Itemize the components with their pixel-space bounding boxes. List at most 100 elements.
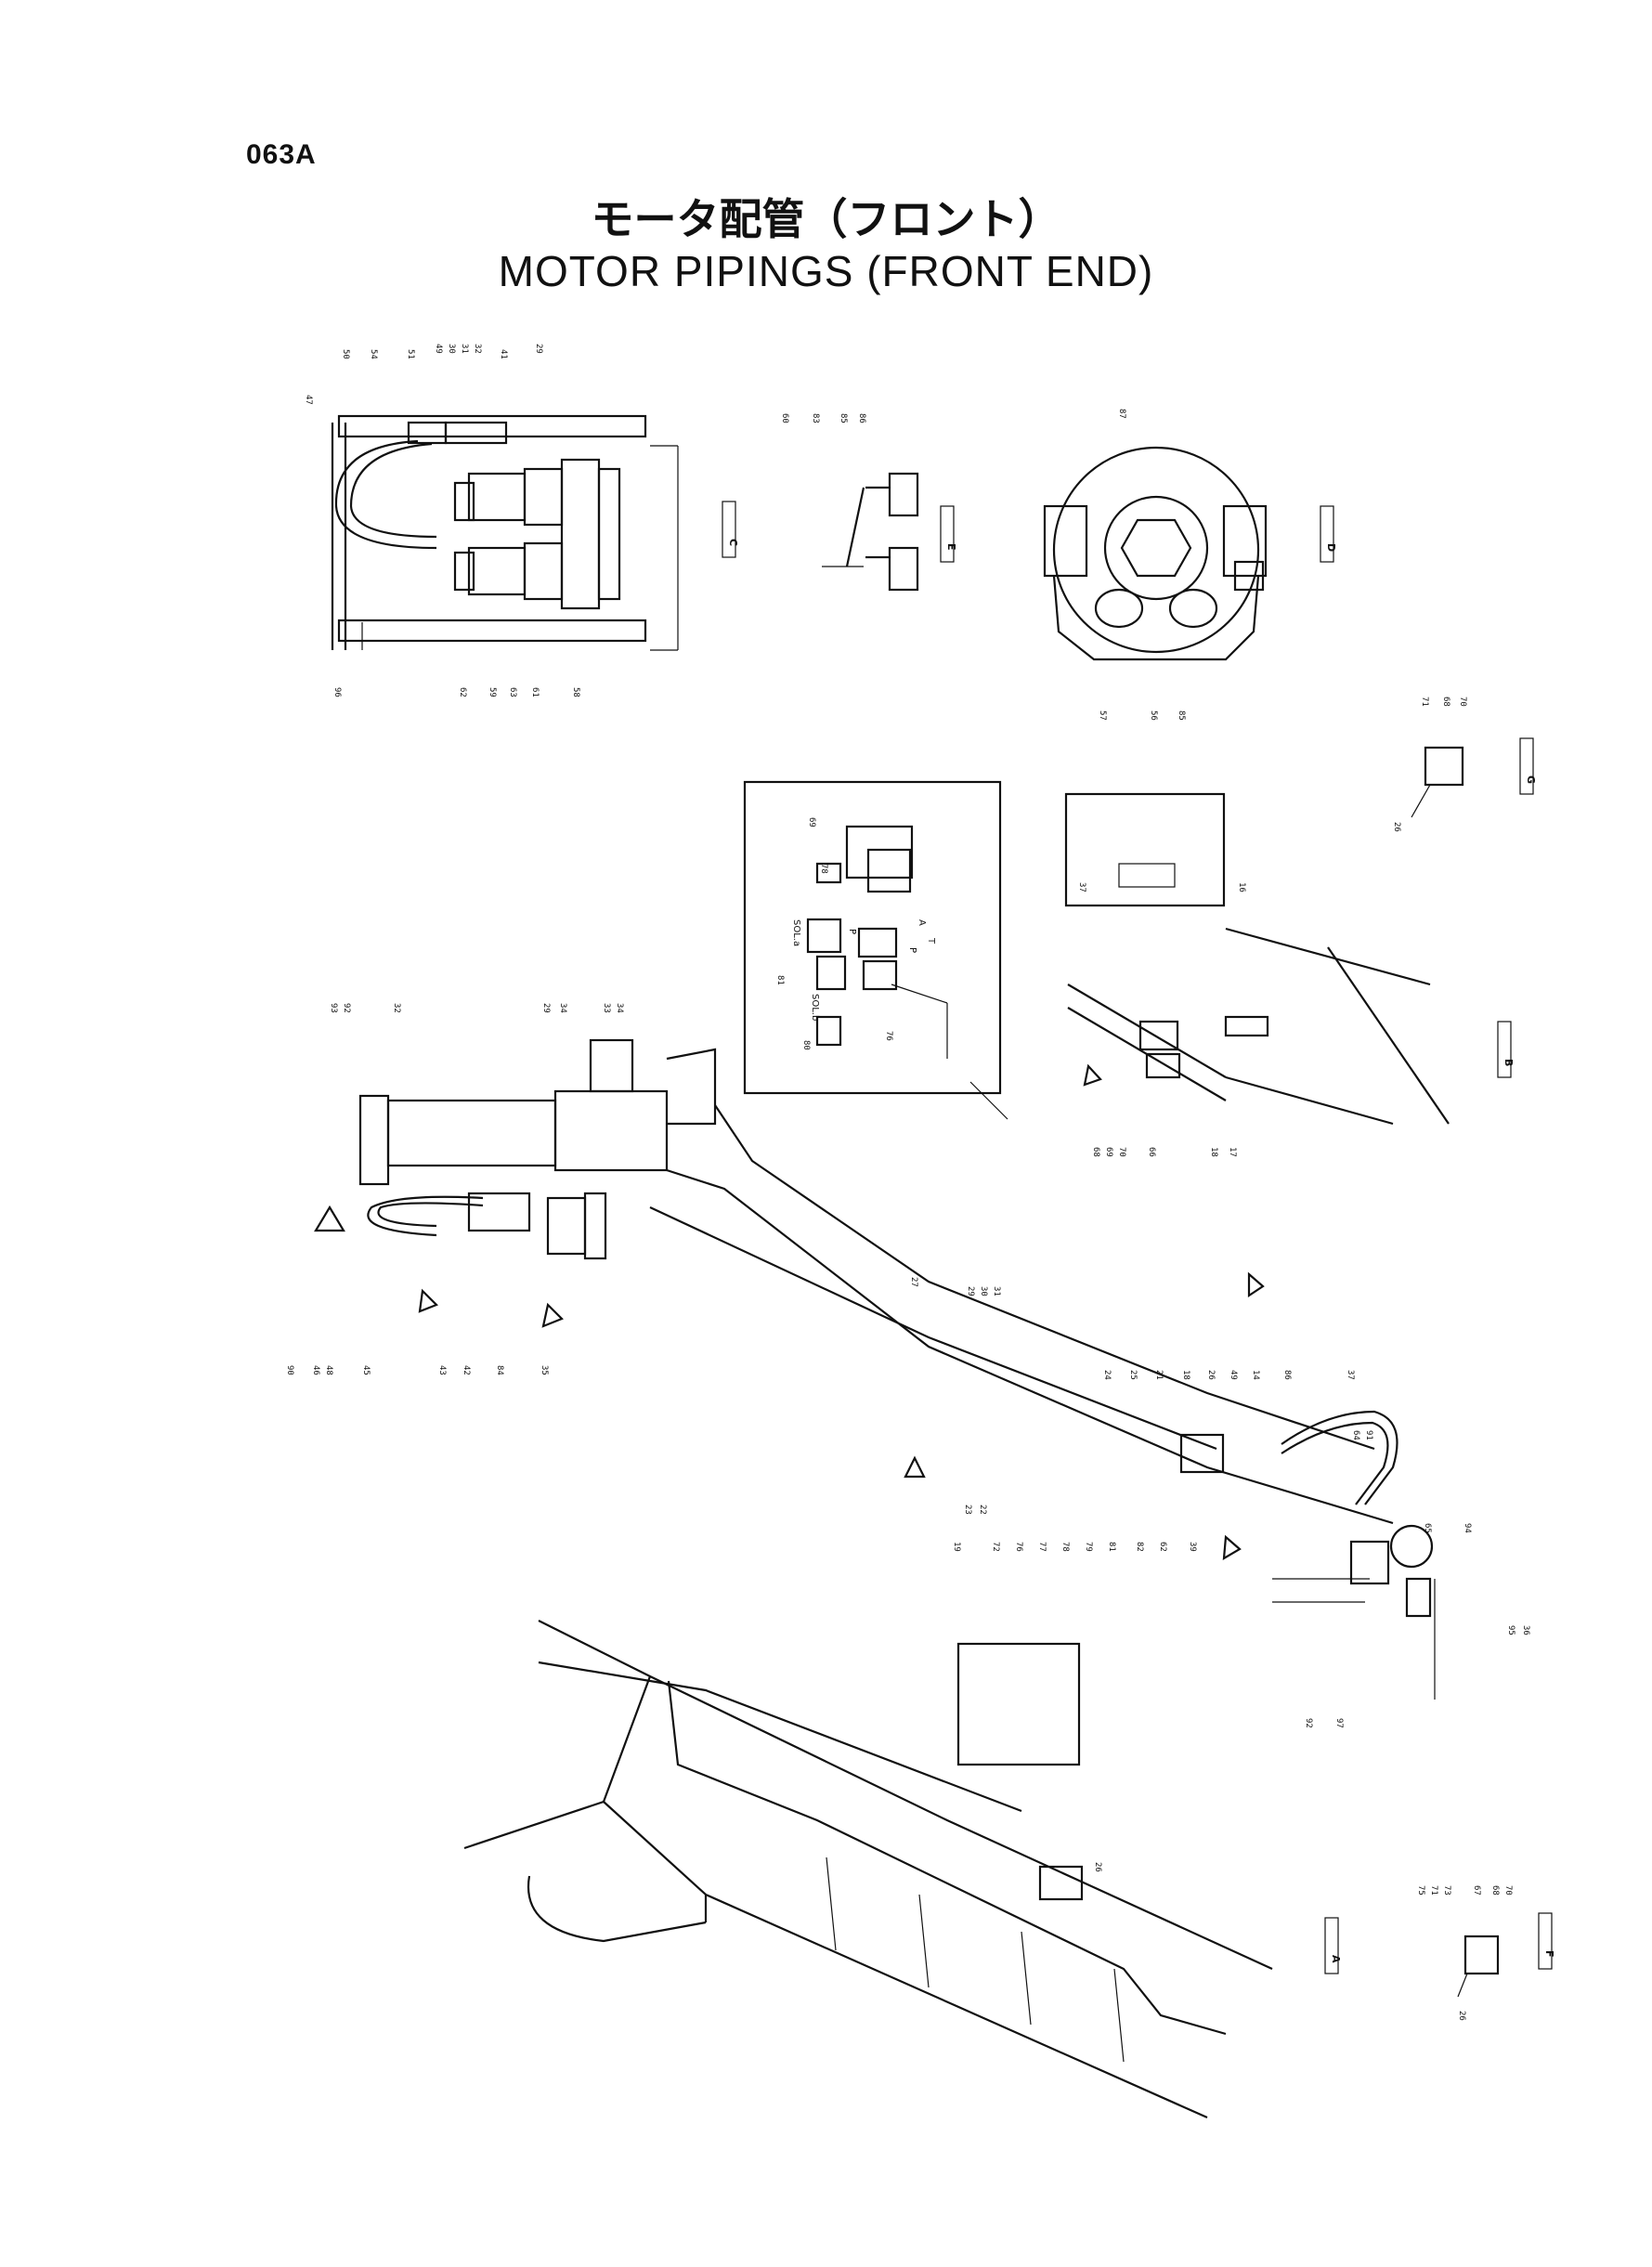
view-a-drawing: [463, 1620, 1273, 2119]
view-c-drawing: [331, 414, 679, 651]
part-num: 17: [1228, 1147, 1237, 1157]
part-num: 56: [1149, 710, 1158, 721]
part-num: 31: [992, 1286, 1001, 1296]
part-num: 36: [1521, 1625, 1530, 1635]
part-num: 70: [1458, 697, 1467, 707]
part-num: 81: [1107, 1542, 1116, 1552]
part-num: 26: [1392, 822, 1401, 832]
part-num: 65: [1423, 1523, 1432, 1533]
view-d-drawing: [1043, 446, 1268, 661]
part-num: 23: [963, 1505, 972, 1515]
view-g-tag: G: [1519, 737, 1537, 795]
page-code: 063A: [246, 139, 317, 170]
part-num: 70: [1503, 1885, 1513, 1896]
view-f-drawing: [1457, 1935, 1500, 1998]
view-a-tag: A: [1324, 1917, 1342, 1974]
part-num: 42: [462, 1365, 471, 1375]
svg-text:F: F: [1543, 1950, 1555, 1958]
part-num: 93: [329, 1003, 338, 1013]
part-num: 91: [1364, 1430, 1373, 1440]
part-num: 95: [1506, 1625, 1515, 1635]
part-num: 26: [1206, 1370, 1216, 1380]
part-num: 71: [1429, 1885, 1438, 1896]
part-num: 92: [1304, 1718, 1313, 1728]
part-num: 79: [1084, 1542, 1093, 1552]
view-c-numbers: 50 54 51 49 30 31 32 41 29 47 96 62 59 6…: [304, 344, 580, 697]
part-num: 72: [991, 1542, 1000, 1552]
part-num: 25: [1128, 1370, 1138, 1380]
view-e-numbers: 60 83 85 86: [780, 413, 866, 423]
part-num: 34: [558, 1003, 567, 1013]
part-num: 82: [1135, 1542, 1144, 1552]
part-num: 86: [857, 413, 866, 423]
part-num: 39: [1188, 1542, 1197, 1552]
part-num: 62: [458, 687, 467, 697]
main-arm-numbers: 93 92 32 29 34 33 34 90 46 48 45 43 42 8…: [285, 1003, 1530, 1728]
part-num: 35: [540, 1365, 549, 1375]
part-num: 78: [1060, 1542, 1070, 1552]
part-num: 61: [530, 687, 540, 697]
part-num: 45: [361, 1365, 371, 1375]
view-g-drawing: [1411, 746, 1464, 818]
part-num: 49: [1229, 1370, 1238, 1380]
valve-label: A: [917, 919, 927, 926]
part-num: 63: [508, 687, 517, 697]
part-num: 75: [1416, 1885, 1425, 1896]
part-num: 68: [1091, 1147, 1100, 1157]
svg-text:B: B: [1502, 1059, 1515, 1066]
view-e-drawing: [822, 472, 919, 592]
svg-text:E: E: [945, 543, 957, 551]
part-num: 67: [1472, 1885, 1481, 1896]
valve-inset: SOL.a SOL.b P P A T 69 78 81 76 80: [743, 780, 1008, 1120]
svg-text:G: G: [1525, 775, 1537, 784]
part-num: 26: [1457, 2011, 1466, 2021]
part-num: 29: [534, 344, 543, 354]
part-num: 34: [615, 1003, 624, 1013]
part-num: 81: [775, 975, 785, 985]
part-num: 69: [1104, 1147, 1113, 1157]
part-num: 14: [1251, 1370, 1260, 1380]
part-num: 41: [499, 349, 508, 359]
part-num: 76: [884, 1031, 893, 1041]
valve-label: SOL.a: [791, 919, 801, 946]
part-num: 32: [473, 344, 482, 354]
part-num: 77: [1037, 1542, 1047, 1552]
svg-text:A: A: [1330, 1955, 1342, 1963]
title-japanese: モータ配管（フロント）: [591, 194, 1061, 244]
part-num: 94: [1463, 1523, 1472, 1533]
part-num: 43: [437, 1365, 447, 1375]
valve-label: P: [847, 929, 857, 934]
part-num: 48: [324, 1365, 333, 1375]
part-num: 85: [1177, 710, 1186, 721]
view-e-tag: E: [940, 505, 957, 563]
part-num: 33: [602, 1003, 611, 1013]
part-num: 58: [571, 687, 580, 697]
part-num: 84: [495, 1365, 504, 1375]
part-num: 24: [1102, 1370, 1112, 1380]
part-num: 66: [1147, 1147, 1156, 1157]
part-num: 62: [1158, 1542, 1167, 1552]
view-d-tag: D: [1320, 505, 1337, 563]
valve-label: P: [907, 947, 917, 953]
direction-arrows: [314, 1063, 1265, 1561]
part-num: 80: [801, 1040, 811, 1050]
part-num: 90: [285, 1365, 294, 1375]
view-f-tag: F: [1538, 1912, 1555, 1970]
part-num: 68: [1441, 697, 1450, 707]
part-num: 60: [780, 413, 789, 423]
part-num: 78: [819, 864, 828, 874]
part-num: 83: [811, 413, 820, 423]
view-c-tag: C: [722, 501, 739, 558]
part-num: 32: [392, 1003, 401, 1013]
part-num: 51: [406, 349, 415, 359]
svg-text:C: C: [727, 539, 739, 546]
part-num: 27: [909, 1277, 918, 1287]
part-num: 18: [1209, 1147, 1218, 1157]
part-num: 37: [1346, 1370, 1355, 1380]
view-b-tag: B: [1497, 1021, 1515, 1078]
title-english: MOTOR PIPINGS (FRONT END): [498, 247, 1154, 295]
part-num: 26: [1093, 1862, 1102, 1872]
part-num: 29: [541, 1003, 551, 1013]
part-num: 68: [1490, 1885, 1500, 1896]
